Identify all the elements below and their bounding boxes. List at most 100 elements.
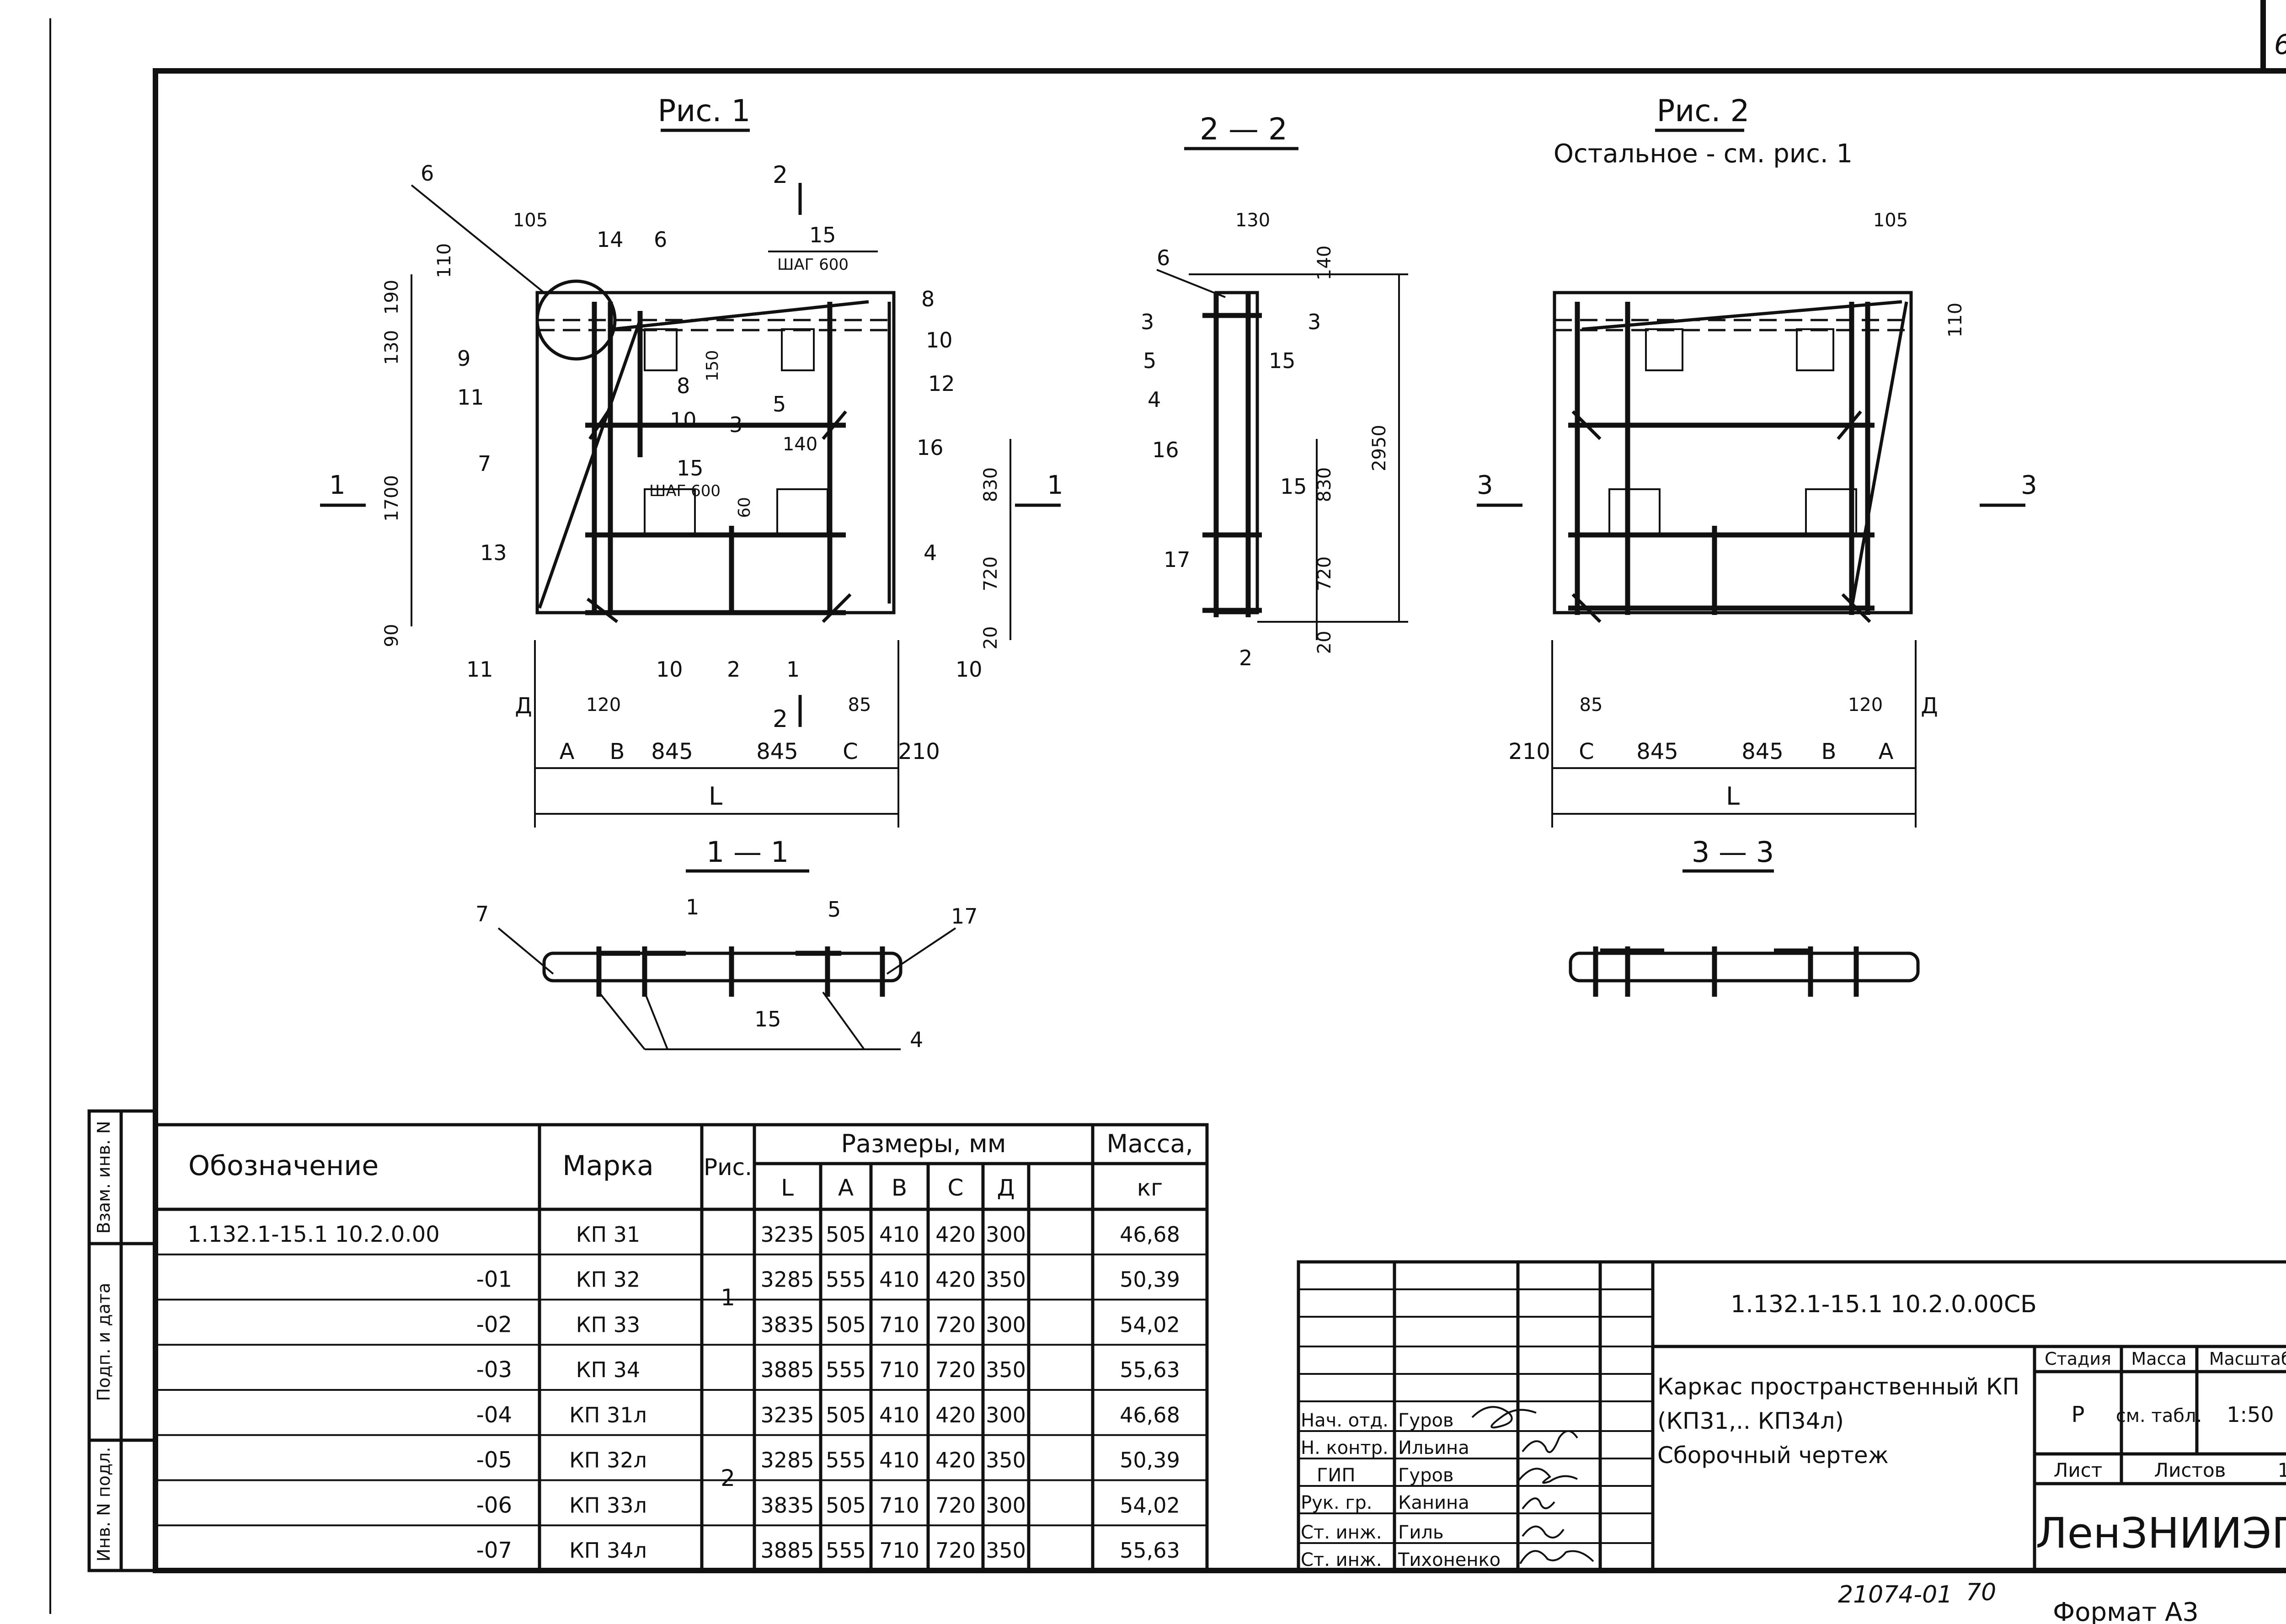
spec-cell-d: 350	[986, 1538, 1026, 1563]
fig1-callout-step: ШАГ 600	[777, 256, 849, 274]
sec11-callout: 17	[951, 904, 978, 929]
cut-label-3-right: 3	[2021, 470, 2037, 500]
spec-cell-designation: -03	[476, 1357, 512, 1383]
spec-cell-mark: КП 32	[576, 1267, 640, 1292]
stamp-sign-date: Подп. и дата	[94, 1283, 114, 1401]
fig1-dim: 845	[651, 739, 693, 764]
spec-cell-a: 555	[826, 1448, 866, 1473]
spec-cell-mark: КП 34л	[569, 1538, 647, 1563]
spec-cell-designation: -05	[476, 1448, 512, 1473]
spec-cell-mass: 54,02	[1120, 1493, 1180, 1517]
fig1-dim-misc: 60	[735, 497, 754, 518]
fig1-embedded-plate	[644, 488, 696, 536]
spec-cell-a: 555	[826, 1538, 866, 1563]
stamp-replaced: Взам. инв. N	[94, 1121, 114, 1234]
fig1-embedded-plate	[644, 328, 678, 371]
sec33-title: 3 — 3	[1692, 835, 1774, 869]
fig1-diagonal	[538, 319, 642, 609]
spec-cell-a: 505	[826, 1493, 866, 1517]
spec-cell-d: 300	[986, 1493, 1026, 1517]
fig1-callout: 10	[656, 657, 683, 682]
fig1-title: Рис. 1	[658, 93, 751, 128]
sec22-callout: 15	[1269, 348, 1296, 373]
role: Н. контр.	[1301, 1437, 1389, 1458]
fig2-title: Рис. 2	[1657, 93, 1750, 128]
spec-cell-b: 710	[879, 1312, 919, 1337]
fig1-dim: В	[610, 739, 625, 764]
spec-cell-b: 410	[879, 1448, 919, 1473]
drawing-frame	[153, 68, 2286, 1573]
sec11-callout: 1	[686, 895, 699, 919]
fig1-brace	[822, 410, 847, 440]
spec-cell-mass: 46,68	[1120, 1222, 1180, 1247]
sec22-title: 2 — 2	[1200, 112, 1287, 147]
spec-cell-mass: 55,63	[1120, 1357, 1180, 1382]
spec-cell-d: 350	[986, 1357, 1026, 1382]
spec-cell-l: 3235	[760, 1403, 814, 1427]
spec-cell-designation: -01	[476, 1267, 512, 1293]
fig1-detail-circle	[535, 279, 617, 361]
sec22-callout: 6	[1157, 246, 1170, 270]
fig1-dim-right: 830	[980, 467, 1001, 502]
spec-header-fig: Рис.	[704, 1154, 752, 1181]
section-2-2: 2 — 2 130 140 2950 830 720 20 6 3 3 5 15…	[1141, 112, 1408, 670]
spec-col: С	[948, 1175, 964, 1201]
fig2-dim: 845	[1741, 739, 1784, 764]
fig1-embedded-plate	[781, 328, 815, 371]
sec22-callout: 3	[1308, 310, 1321, 334]
doc-name-line: Сборочный чертеж	[1657, 1442, 1889, 1469]
spec-cell-c: 720	[935, 1357, 976, 1382]
spec-cell-d: 300	[986, 1222, 1026, 1247]
sec11-title: 1 — 1	[706, 835, 789, 869]
fig1-dim-right: 20	[980, 626, 1001, 650]
role: Ст. инж.	[1301, 1549, 1382, 1571]
fig2-dim: А	[1879, 739, 1894, 764]
fig1-dim: 845	[756, 739, 798, 764]
spec-cell-c: 420	[935, 1448, 976, 1473]
spec-cell-mass: 46,68	[1120, 1403, 1180, 1427]
fig1-callout: 8	[921, 287, 935, 311]
fig1-callout: 3	[729, 412, 742, 437]
spec-cell-c: 420	[935, 1222, 976, 1247]
fig1-callout: 4	[924, 540, 937, 565]
spec-cell-l: 3235	[760, 1222, 814, 1247]
spec-cell-l: 3835	[760, 1493, 814, 1517]
fig1-dim-right: 720	[980, 556, 1001, 591]
cut-label-1-right: 1	[1047, 470, 1063, 500]
spec-cell-designation: -04	[476, 1402, 512, 1428]
archive-num: 70	[1966, 1579, 1996, 1606]
spec-cell-fig: 2	[721, 1465, 735, 1491]
spec-cell-mass: 50,39	[1120, 1448, 1180, 1473]
doc-code: 1.132.1-15.1 10.2.0.00СБ	[1731, 1291, 2037, 1318]
cut-label-3-left: 3	[1477, 470, 1493, 500]
fig1-callout: 14	[597, 227, 624, 252]
spec-header-mass-unit: кг	[1137, 1175, 1163, 1201]
fig1-brace	[588, 411, 609, 440]
spec-header-sizes: Размеры, мм	[841, 1129, 1006, 1158]
doc-name-line: (КП31,.. КП34л)	[1657, 1408, 1844, 1434]
spec-cell-designation: 1.132.1-15.1 10.2.0.00	[187, 1222, 440, 1247]
figure-1: Рис. 1 1 1 2	[320, 93, 1063, 828]
fig2-dim-top: 105	[1873, 210, 1908, 231]
fig1-callout-step: ШАГ 600	[649, 482, 721, 500]
fig1-callout: 15	[809, 223, 836, 247]
sec11-callout: 7	[475, 902, 489, 926]
fig1-slope-line	[612, 300, 869, 331]
person: Гуров	[1398, 1410, 1454, 1431]
spec-col: В	[892, 1175, 907, 1201]
sec22-callout: 17	[1164, 547, 1191, 572]
fig1-dim-total-label: L	[709, 782, 722, 811]
sheet-number: 68	[2274, 29, 2286, 61]
fig1-callout: 7	[478, 451, 491, 476]
sec22-dim: 2950	[1369, 425, 1390, 471]
fig1-dim-misc: 150	[703, 350, 722, 382]
fig1-dim-left: 1700	[381, 475, 402, 522]
fig1-dim-misc: 120	[586, 694, 621, 716]
fig1-dim-misc: Д	[515, 693, 532, 719]
spec-col: Д	[997, 1175, 1015, 1201]
role: Рук. гр.	[1301, 1492, 1373, 1513]
sec22-callout: 2	[1239, 646, 1252, 670]
spec-col: А	[838, 1175, 854, 1201]
sec22-outline	[1214, 291, 1259, 614]
